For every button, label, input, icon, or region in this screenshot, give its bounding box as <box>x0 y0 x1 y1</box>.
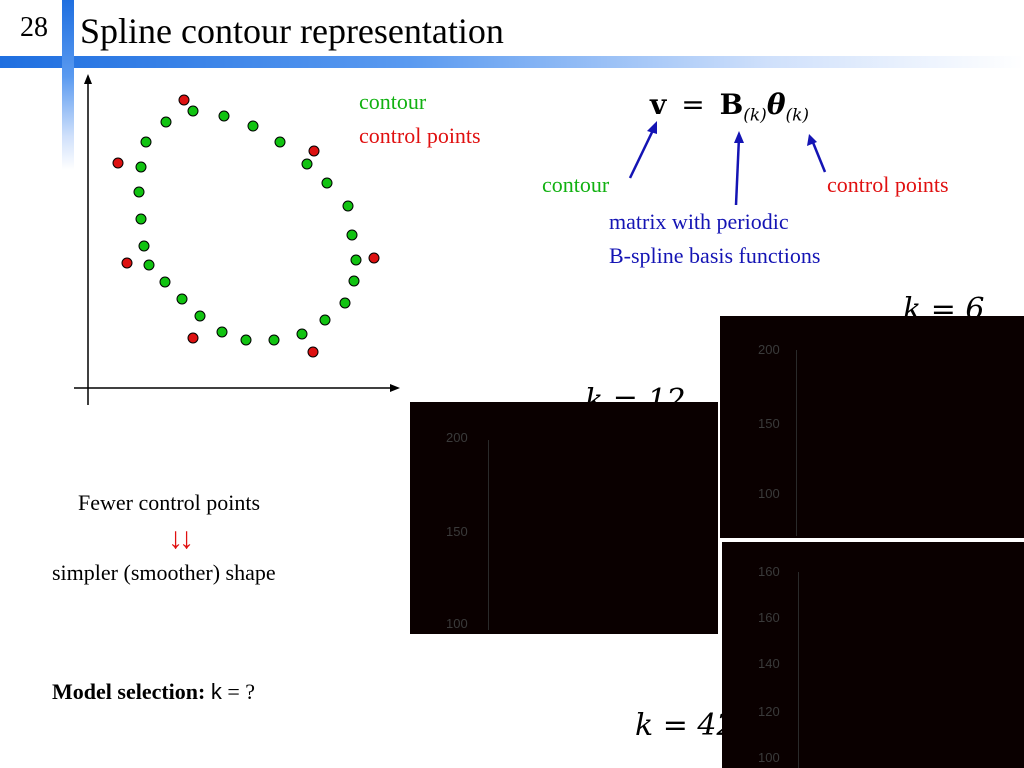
model-selection: Model selection: k = ? <box>52 679 255 705</box>
panel-k6-tick: 200 <box>758 342 780 357</box>
arrow-contour-head <box>647 121 657 134</box>
equation-equals: = <box>681 88 705 121</box>
contour-point <box>218 110 230 122</box>
panel-k12-axis <box>488 440 489 630</box>
equation-arrows <box>628 121 827 206</box>
fewer-control-points-text: Fewer control points <box>78 490 261 515</box>
contour-point <box>194 310 206 322</box>
control-point <box>112 157 124 169</box>
panel-k42: 160 160 140 120 100 <box>722 542 1024 768</box>
contour-point <box>274 136 286 148</box>
contour-point <box>159 276 171 288</box>
contour-point <box>346 229 358 241</box>
plot-axes <box>74 74 400 405</box>
legend-control-points: control points <box>359 123 481 148</box>
contour-point <box>135 161 147 173</box>
arrow-control-points-head <box>807 134 817 146</box>
panel-k6-tick: 100 <box>758 486 780 501</box>
header-side-bar <box>62 0 74 170</box>
contour-point <box>342 200 354 212</box>
contour-point <box>350 254 362 266</box>
simpler-shape-text: simpler (smoother) shape <box>52 560 276 585</box>
label-matrix-line2: B-spline basis functions <box>609 243 821 268</box>
model-selection-label: Model selection: <box>52 679 206 704</box>
arrow-matrix <box>734 136 741 206</box>
double-down-arrow-icon: ↓↓ <box>168 522 194 555</box>
k42-label: k = 42 <box>635 708 736 743</box>
equation-B: B <box>719 88 744 121</box>
panel-k6-tick: 150 <box>758 416 780 431</box>
label-matrix-line1: matrix with periodic <box>609 209 789 234</box>
contour-point <box>339 297 351 309</box>
contour-point <box>176 293 188 305</box>
arrow-contour <box>628 125 657 179</box>
model-selection-rest: = ? <box>221 679 256 704</box>
panel-k42-tick: 160 <box>758 564 780 579</box>
contour-point <box>140 136 152 148</box>
contour-point <box>135 213 147 225</box>
control-point <box>187 332 199 344</box>
contour-point <box>321 177 333 189</box>
arrow-matrix-head <box>734 131 744 143</box>
control-point <box>368 252 380 264</box>
equation-sub-k-2: (k) <box>785 105 810 126</box>
panel-k6-axis <box>796 350 797 536</box>
label-contour: contour <box>542 172 610 197</box>
contour-point <box>138 240 150 252</box>
panel-k12-tick: 150 <box>446 524 468 539</box>
contour-point <box>247 120 259 132</box>
contour-point <box>187 105 199 117</box>
equation-sub-k-1: (k) <box>743 105 767 126</box>
slide-title: Spline contour representation <box>80 11 504 51</box>
contour-point <box>319 314 331 326</box>
equation-v: v <box>650 88 667 121</box>
contour-point <box>296 328 308 340</box>
contour-point <box>143 259 155 271</box>
control-point <box>308 145 320 157</box>
panel-k12-tick: 100 <box>446 616 468 631</box>
contour-point <box>348 275 360 287</box>
slide-number: 28 <box>20 12 48 43</box>
label-control-points: control points <box>827 172 949 197</box>
control-point <box>307 346 319 358</box>
header-bar <box>0 56 1024 68</box>
panel-k6: 200 150 100 <box>720 316 1024 538</box>
contour-point <box>240 334 252 346</box>
panel-k12: 200 150 100 <box>410 402 718 634</box>
contour-point <box>160 116 172 128</box>
y-axis-arrow <box>84 74 92 84</box>
model-selection-k: k <box>210 679 222 704</box>
panel-k12-tick: 200 <box>446 430 468 445</box>
panel-k42-axis <box>798 572 799 768</box>
contour-point <box>133 186 145 198</box>
legend-contour: contour <box>359 89 427 114</box>
plot-points <box>112 94 380 358</box>
equation-theta: θ <box>766 88 786 121</box>
control-point <box>121 257 133 269</box>
contour-point <box>268 334 280 346</box>
equation: v = B(k)θ(k) <box>650 88 809 126</box>
contour-plot <box>74 74 400 405</box>
control-point <box>178 94 190 106</box>
panel-k42-tick: 140 <box>758 656 780 671</box>
contour-point <box>216 326 228 338</box>
arrow-control-points <box>810 139 827 173</box>
panel-k42-tick: 120 <box>758 704 780 719</box>
x-axis-arrow <box>390 384 400 392</box>
panel-k42-tick: 160 <box>758 610 780 625</box>
contour-point <box>301 158 313 170</box>
panel-k42-tick: 100 <box>758 750 780 765</box>
